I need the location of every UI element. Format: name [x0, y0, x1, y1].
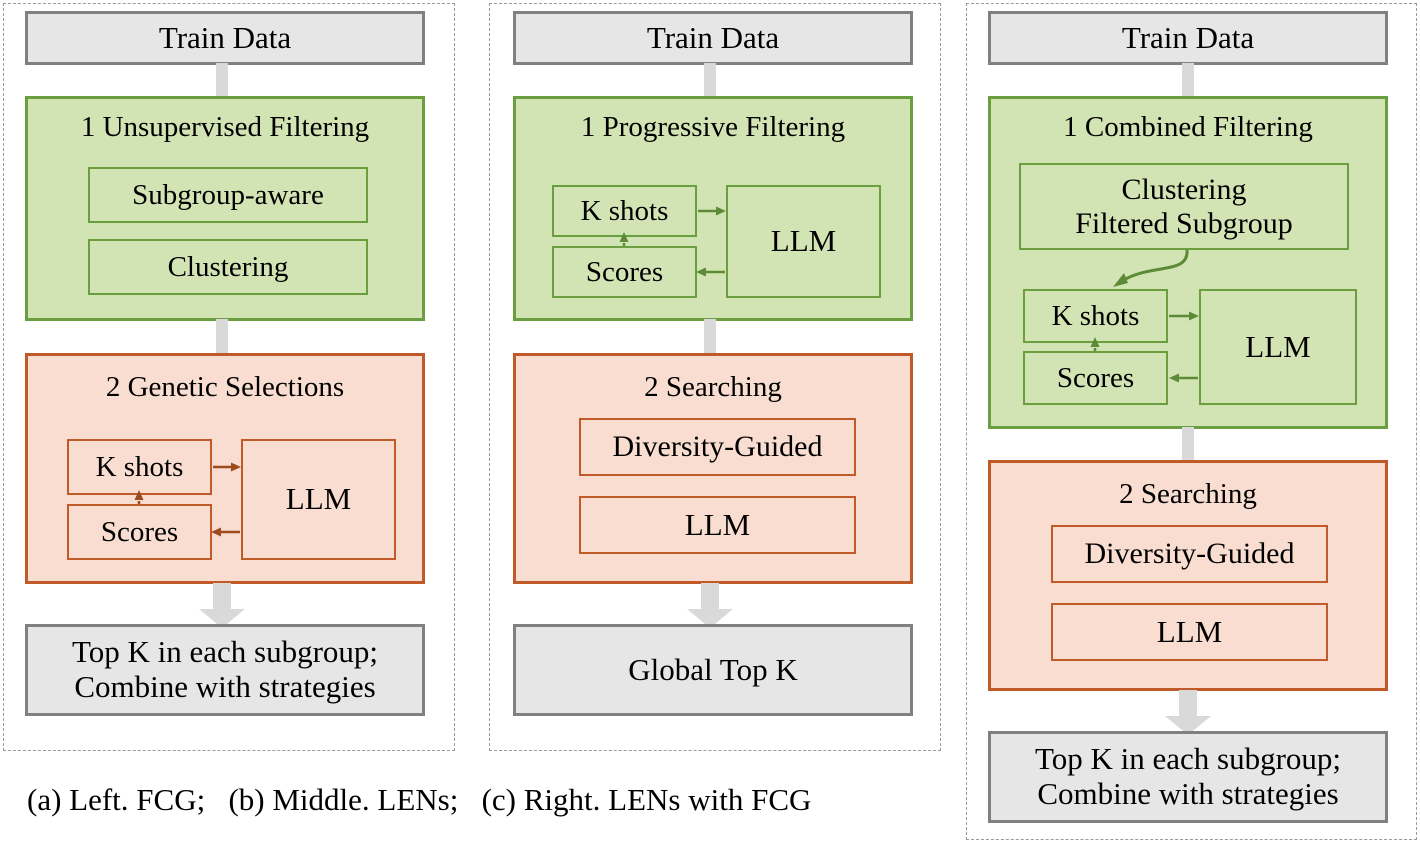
left-stage2-kshots-label: K shots [95, 450, 184, 483]
right-output-line-1: Top K in each subgroup; [1034, 741, 1342, 777]
right-stage1-llm-box: LLM [1199, 289, 1357, 405]
right-stage1-scores-label: Scores [1056, 361, 1135, 394]
right-stage2-title: 2 Searching [1119, 478, 1257, 510]
middle-stage1-box: 1 Progressive Filtering K shots Scores L… [513, 96, 913, 321]
right-stage1-box: 1 Combined Filtering Clustering Filtered… [988, 96, 1388, 429]
middle-train-data-box: Train Data [513, 11, 913, 65]
middle-stage1-loop-arrows [619, 206, 726, 277]
middle-stage1-kshots-label: K shots [580, 194, 669, 227]
middle-stage1-scores-label: Scores [585, 255, 664, 288]
middle-stage2-box: 2 Searching Diversity-Guided LLM [513, 353, 913, 584]
right-stage1-llm-label: LLM [1245, 328, 1311, 364]
right-stage2-box: 2 Searching Diversity-Guided LLM [988, 460, 1388, 691]
right-stage2-item-llm-label: LLM [1156, 613, 1223, 649]
right-stage1-scores-box: Scores [1023, 351, 1168, 405]
right-block-arrow-down [1165, 690, 1211, 735]
middle-connector-1 [704, 63, 716, 98]
middle-stage2-item-diversity-guided: Diversity-Guided [579, 418, 856, 476]
left-train-data-label: Train Data [158, 19, 292, 55]
left-stage2-kshots-box: K shots [67, 439, 212, 495]
middle-stage2-item-diversity-guided-label: Diversity-Guided [612, 430, 823, 464]
middle-stage2-item-llm: LLM [579, 496, 856, 554]
right-connector-1 [1182, 63, 1194, 96]
middle-stage2-title: 2 Searching [644, 371, 782, 403]
left-stage2-box: 2 Genetic Selections K shots Scores LLM [25, 353, 425, 584]
left-train-data-box: Train Data [25, 11, 425, 65]
middle-stage1-llm-box: LLM [726, 185, 881, 298]
middle-stage1-title: 1 Progressive Filtering [580, 111, 846, 143]
right-connector-2 [1182, 427, 1194, 462]
left-stage2-scores-label: Scores [100, 515, 179, 548]
left-stage2-llm-box: LLM [241, 439, 396, 560]
middle-block-arrow-down [687, 583, 733, 628]
right-stage2-item-diversity-guided: Diversity-Guided [1051, 525, 1328, 583]
middle-stage2-item-llm-label: LLM [684, 506, 751, 542]
panel-right-lens-with-fcg [966, 3, 1417, 840]
left-stage2-llm-label: LLM [285, 481, 352, 517]
middle-stage1-kshots-box: K shots [552, 185, 697, 237]
figure-caption: (a) Left. FCG; (b) Middle. LENs; (c) Rig… [27, 782, 812, 817]
right-stage1-kshots-box: K shots [1023, 289, 1168, 343]
left-output-line-1: Top K in each subgroup; [71, 634, 379, 670]
panel-left-fcg [3, 3, 455, 751]
left-connector-1 [216, 63, 228, 98]
right-train-data-label: Train Data [1121, 19, 1255, 55]
left-stage2-loop-arrows [134, 462, 241, 537]
left-connector-2 [216, 319, 228, 355]
right-output-box: Top K in each subgroup; Combine with str… [988, 731, 1388, 823]
right-stage1-kshots-label: K shots [1051, 299, 1140, 332]
left-stage1-item-clustering-label: Clustering [167, 250, 289, 283]
middle-train-data-label: Train Data [646, 19, 780, 55]
left-output-box: Top K in each subgroup; Combine with str… [25, 624, 425, 716]
left-stage2-title: 2 Genetic Selections [105, 371, 345, 403]
middle-connector-2 [704, 319, 716, 355]
middle-stage1-scores-box: Scores [552, 246, 697, 298]
left-output-line-2: Combine with strategies [74, 669, 376, 704]
left-block-arrow-down [199, 583, 245, 628]
left-stage1-item-subgroup-aware: Subgroup-aware [88, 167, 368, 223]
middle-output-box: Global Top K [513, 624, 913, 716]
right-stage1-title: 1 Combined Filtering [1063, 111, 1313, 143]
left-stage1-title: 1 Unsupervised Filtering [80, 111, 370, 143]
middle-stage1-llm-label: LLM [770, 223, 837, 259]
right-output-line-2: Combine with strategies [1037, 776, 1339, 811]
left-stage1-item-subgroup-aware-label: Subgroup-aware [132, 178, 324, 211]
panel-middle-lens [489, 3, 941, 751]
right-stage2-item-llm: LLM [1051, 603, 1328, 661]
right-train-data-box: Train Data [988, 11, 1388, 65]
left-stage2-scores-box: Scores [67, 504, 212, 560]
middle-output-label: Global Top K [628, 651, 798, 687]
left-stage1-box: 1 Unsupervised Filtering Subgroup-aware … [25, 96, 425, 321]
right-stage1-clustering-line-2: Filtered Subgroup [1075, 206, 1293, 240]
left-stage1-item-clustering: Clustering [88, 239, 368, 295]
right-stage1-clustering-line-1: Clustering [1121, 172, 1247, 206]
right-stage2-item-diversity-guided-label: Diversity-Guided [1084, 537, 1295, 571]
right-stage1-clustering-box: Clustering Filtered Subgroup [1019, 163, 1349, 250]
right-stage1-arrows [1090, 249, 1199, 383]
